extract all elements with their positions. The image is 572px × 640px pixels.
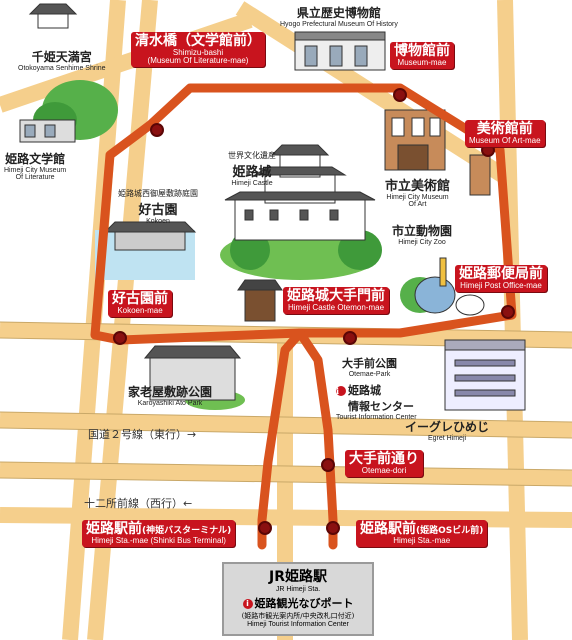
place-otemae-park: 大手前公園 Otemae-Park: [342, 355, 397, 378]
bus-stops: [113, 88, 515, 535]
stop-name-jp: 大手前通り: [349, 451, 419, 467]
place-egret: イーグレひめじ Egret Himeji: [405, 418, 489, 442]
stop-name-en: Shimizu-bashi: [172, 47, 224, 57]
stop-name-jp: 姫路郵便局前: [459, 266, 543, 282]
place-kokoen: 姫路城西御屋敷跡庭園 好古園 Kokoen: [118, 188, 198, 225]
stop-label-otemaedori[interactable]: 大手前通り Otemae-dori: [345, 450, 423, 478]
place-name-en: Himeji City Museum: [4, 167, 67, 174]
place-shrine: 千姫天満宮 Otokoyama Senhime Shrine: [18, 48, 106, 72]
info-icon: i: [336, 386, 346, 396]
place-literature: 姫路文学館 Himeji City Museum Of Literature: [4, 150, 66, 181]
place-pref-museum: 県立歴史博物館 Hyogo Prefectural Museum Of Hist…: [280, 4, 398, 28]
place-name-en: Tourist Information Center: [336, 414, 417, 421]
place-castle: 世界文化遺産 姫路城 Himeji Castle: [228, 150, 276, 187]
place-name-en-2: Of Art: [408, 201, 427, 208]
station-info-en: Himeji Tourist Information Center: [247, 621, 349, 628]
place-karoyashiki: 家老屋敷跡公園 Karoyashiki Ato Park: [128, 383, 212, 407]
place-name-jp: 千姫天満宮: [31, 50, 92, 64]
place-name-en: Karoyashiki Ato Park: [137, 400, 203, 407]
place-name-jp: 家老屋敷跡公園: [128, 385, 213, 399]
stop-label-otemon[interactable]: 姫路城大手門前 Himeji Castle Otemon-mae: [283, 287, 389, 315]
buildings: [19, 3, 526, 411]
stop-name-en: Kokoen-mae: [117, 305, 163, 315]
place-name-en: Otokoyama Senhime Shrine: [18, 65, 106, 72]
station-info-sub: (姫路市観光案内所/中央改札口付近): [241, 612, 355, 620]
place-name-jp: 姫路城: [232, 165, 272, 180]
place-name-jp: 県立歴史博物館: [296, 6, 381, 20]
place-name-en: Himeji Castle: [231, 180, 273, 187]
stop-name-en: Museum Of Art-mae: [469, 135, 541, 145]
stop-label-post[interactable]: 姫路郵便局前 Himeji Post Office-mae: [455, 265, 547, 293]
place-prefix: 姫路城西御屋敷跡庭園: [118, 189, 198, 198]
place-art-museum: 市立美術館 Himeji City Museum Of Art: [385, 175, 450, 208]
place-name-jp: 市立美術館: [385, 179, 451, 194]
stop-name-jp: 博物館前: [394, 43, 450, 59]
stop-name-en: Himeji Sta.-mae (Shinki Bus Terminal): [91, 535, 226, 545]
place-name-jp: イーグレひめじ: [405, 420, 490, 434]
station-name-jp: JR姫路駅: [269, 569, 327, 585]
place-name-en: Himeji City Zoo: [398, 239, 446, 246]
place-name-jp-1: 姫路城: [348, 384, 381, 397]
place-name-jp: 姫路文学館: [5, 152, 66, 166]
place-name-en: Himeji City Museum: [386, 194, 449, 201]
stop-name-en: Museum-mae: [397, 57, 447, 67]
station-info-name: 姫路観光なびポート: [254, 597, 354, 610]
place-name-en: Otemae-Park: [348, 371, 391, 378]
place-name-jp: 大手前公園: [342, 357, 397, 370]
info-icon: i: [242, 599, 253, 609]
stop-name-jp: 姫路駅前(神姫バスターミナル): [86, 522, 231, 537]
stop-name-jp: 清水橋（文学館前）: [135, 33, 261, 49]
place-name-en: Egret Himeji: [427, 435, 467, 442]
stop-name-en: Himeji Castle Otemon-mae: [287, 302, 385, 312]
place-name-jp: 好古園: [138, 203, 178, 218]
stop-name-jp: 好古園前: [112, 291, 168, 307]
stop-name-jp: 姫路城大手門前: [287, 288, 385, 304]
place-name-jp-2: 情報センター: [348, 400, 414, 413]
station-name-en: JR Himeji Sta.: [275, 586, 321, 593]
stop-name-sub: (姫路OSビル前): [416, 526, 484, 536]
stop-name-en: Otemae-dori: [361, 465, 407, 475]
stop-name-jp: 姫路駅前(姫路OSビル前): [360, 522, 483, 537]
stop-label-sta-west[interactable]: 姫路駅前(神姫バスターミナル) Himeji Sta.-mae (Shinki …: [82, 520, 236, 548]
stop-name-jp: 美術館前: [476, 121, 533, 137]
stop-name-en: Himeji Sta.-mae: [393, 535, 451, 545]
place-name-en-2: Of Literature: [15, 174, 55, 181]
stop-label-shimizu[interactable]: 清水橋（文学館前） Shimizu-bashi (Museum Of Liter…: [131, 32, 265, 68]
road-label-juniso: 十二所前線（西行）←: [84, 497, 193, 510]
stop-label-museum[interactable]: 博物館前 Museum-mae: [390, 42, 454, 70]
stop-name-en: Himeji Post Office-mae: [460, 280, 542, 290]
stop-name-sub: (神姫バスターミナル): [142, 526, 232, 536]
stop-label-sta-east[interactable]: 姫路駅前(姫路OSビル前) Himeji Sta.-mae: [356, 520, 488, 548]
place-name-en: Hyogo Prefectural Museum Of History: [280, 21, 398, 28]
stop-label-art[interactable]: 美術館前 Museum Of Art-mae: [465, 120, 545, 148]
stop-name-main: 姫路駅前: [360, 521, 416, 537]
place-name-jp: 市立動物園: [392, 224, 453, 238]
place-zoo: 市立動物園 Himeji City Zoo: [392, 222, 452, 246]
stop-name-en-2: (Museum Of Literature-mae): [147, 56, 249, 66]
stop-name-main: 姫路駅前: [86, 521, 142, 537]
place-name-en: Kokoen: [146, 218, 170, 225]
road-label-route2: 国道２号線（東行）→: [88, 428, 197, 441]
stop-label-kokoen[interactable]: 好古園前 Kokoen-mae: [108, 290, 172, 318]
place-prefix: 世界文化遺産: [228, 151, 276, 160]
